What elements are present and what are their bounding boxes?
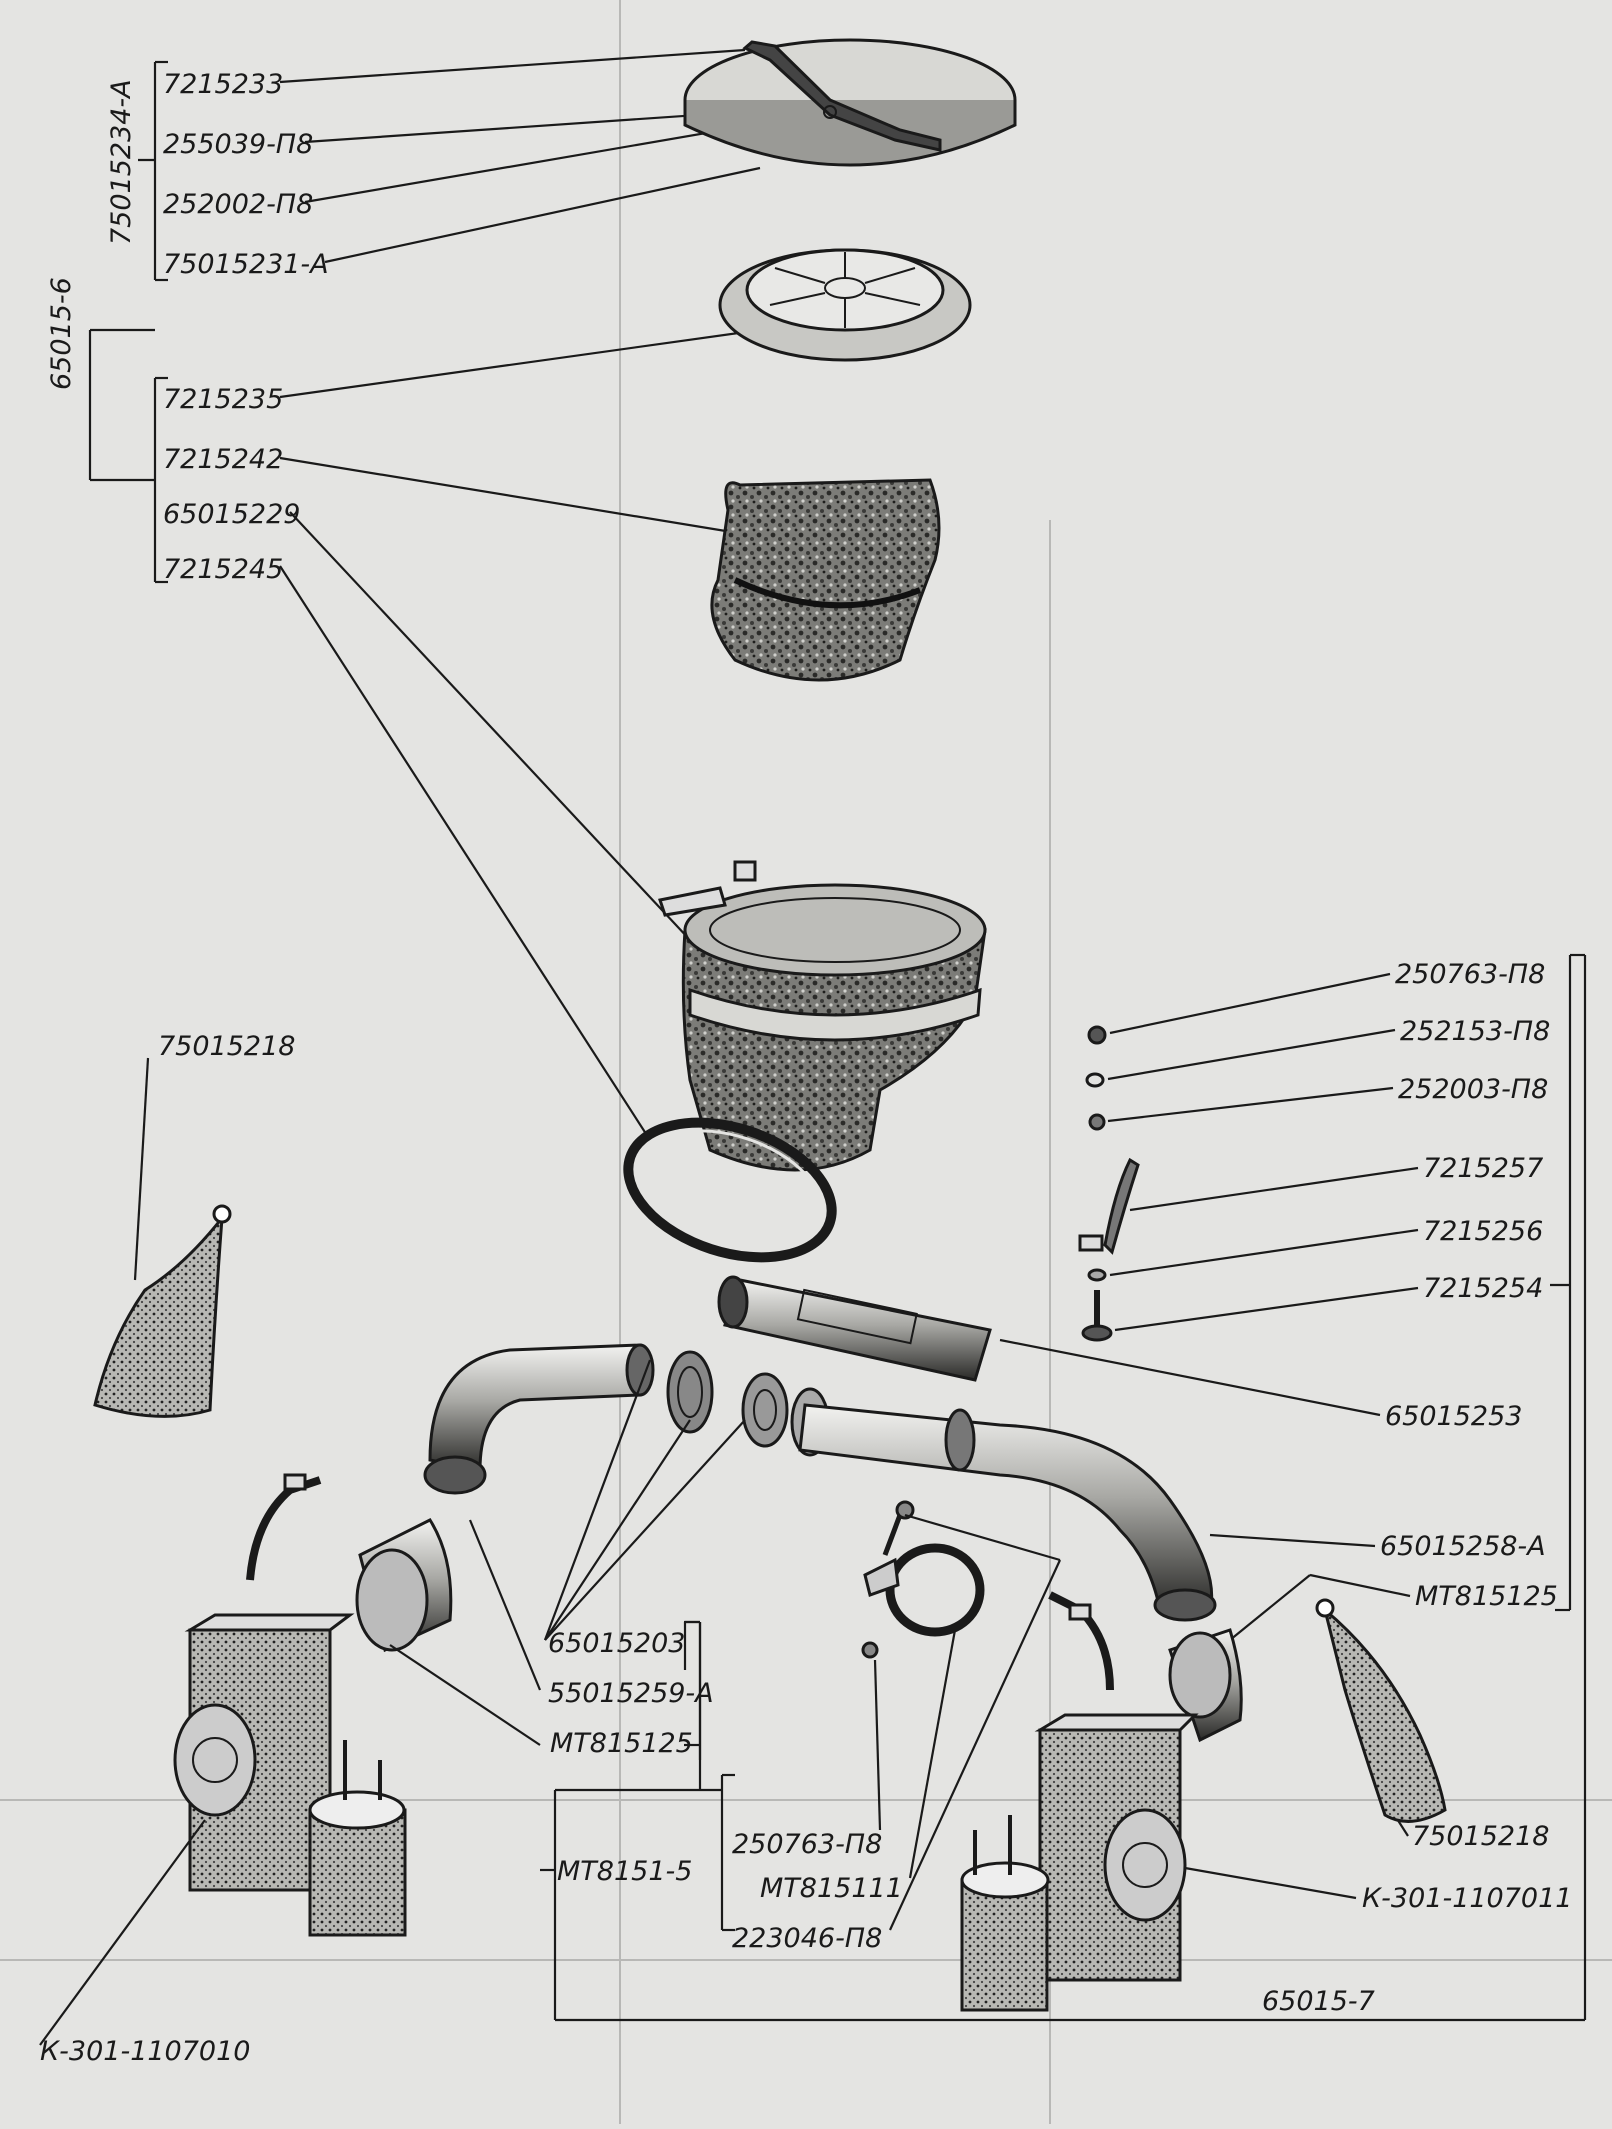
label-cap-75015218-right: 75015218 <box>1412 1821 1549 1852</box>
label-252003-p8: 252003-П8 <box>1398 1074 1548 1105</box>
foam-filter-element-part <box>710 478 941 682</box>
label-252002-p8: 252002-П8 <box>163 189 313 220</box>
label-223046-p8: 223046-П8 <box>732 1923 882 1954</box>
label-7215254: 7215254 <box>1423 1273 1543 1304</box>
leader-lines-bottom-left <box>389 1359 746 1746</box>
label-65015229: 65015229 <box>163 499 300 530</box>
assembly-label-65015-6: 65015-6 <box>46 277 77 390</box>
filter-housing-part <box>658 860 987 1172</box>
label-250763-p8-bottom: 250763-П8 <box>732 1829 882 1860</box>
leader-lines-top <box>279 48 801 1141</box>
label-mt815125-left: МТ815125 <box>550 1728 693 1759</box>
label-cap-75015218-left: 75015218 <box>158 1031 295 1062</box>
sleeve-clamp-right-part <box>1168 1628 1243 1743</box>
rubber-cap-right-part <box>1315 1598 1447 1823</box>
label-7215257: 7215257 <box>1423 1153 1543 1184</box>
filter-lid-part <box>683 38 1017 167</box>
label-7215235: 7215235 <box>163 384 283 415</box>
bracket-clamp-part <box>861 1500 985 1659</box>
bracket-assembly-65015-6 <box>88 60 168 584</box>
label-255039-p8: 255039-П8 <box>163 129 313 160</box>
label-valve-k301-1107011: К-301-1107011 <box>1362 1883 1572 1914</box>
bracket-assembly-65015-7 <box>540 953 1587 2022</box>
label-55015259-a: 55015259-А <box>548 1678 714 1709</box>
label-65015253: 65015253 <box>1385 1401 1522 1432</box>
long-hose-right-part <box>798 1403 1217 1622</box>
label-65015258-a: 65015258-А <box>1380 1531 1546 1562</box>
label-7215256: 7215256 <box>1423 1216 1543 1247</box>
leader-lines-fasteners <box>873 1513 1061 1931</box>
valve-unit-right-part <box>960 1591 1199 2012</box>
label-valve-k301-1107010: К-301-1107010 <box>40 2036 250 2067</box>
label-7215242: 7215242 <box>163 444 283 475</box>
short-tube-part <box>717 1275 992 1382</box>
rubber-cap-left-part <box>93 1057 232 1418</box>
label-65015203: 65015203 <box>548 1628 685 1659</box>
label-7215245: 7215245 <box>163 554 283 585</box>
label-mt815125-right: МТ815125 <box>1415 1581 1558 1612</box>
valve-unit-left-part <box>39 1473 407 2046</box>
label-assembly-65015-7: 65015-7 <box>1262 1986 1375 2017</box>
label-mt8151-5: МТ8151-5 <box>557 1856 692 1887</box>
label-252153-p8: 252153-П8 <box>1400 1016 1550 1047</box>
sleeve-clamp-left-part <box>355 1518 453 1653</box>
bent-hose-left-part <box>423 1343 655 1495</box>
filter-plate-part <box>718 248 972 362</box>
label-75015231-a: 75015231-А <box>163 249 329 280</box>
label-250763-p8-right: 250763-П8 <box>1395 959 1545 990</box>
label-mt815111: МТ815111 <box>760 1873 903 1904</box>
label-7215233: 7215233 <box>163 69 283 100</box>
fastener-parts-right <box>1078 1025 1140 1342</box>
subassembly-label-75015234-a: 75015234-A <box>106 79 137 245</box>
ring-clamp-part <box>623 1117 837 1263</box>
